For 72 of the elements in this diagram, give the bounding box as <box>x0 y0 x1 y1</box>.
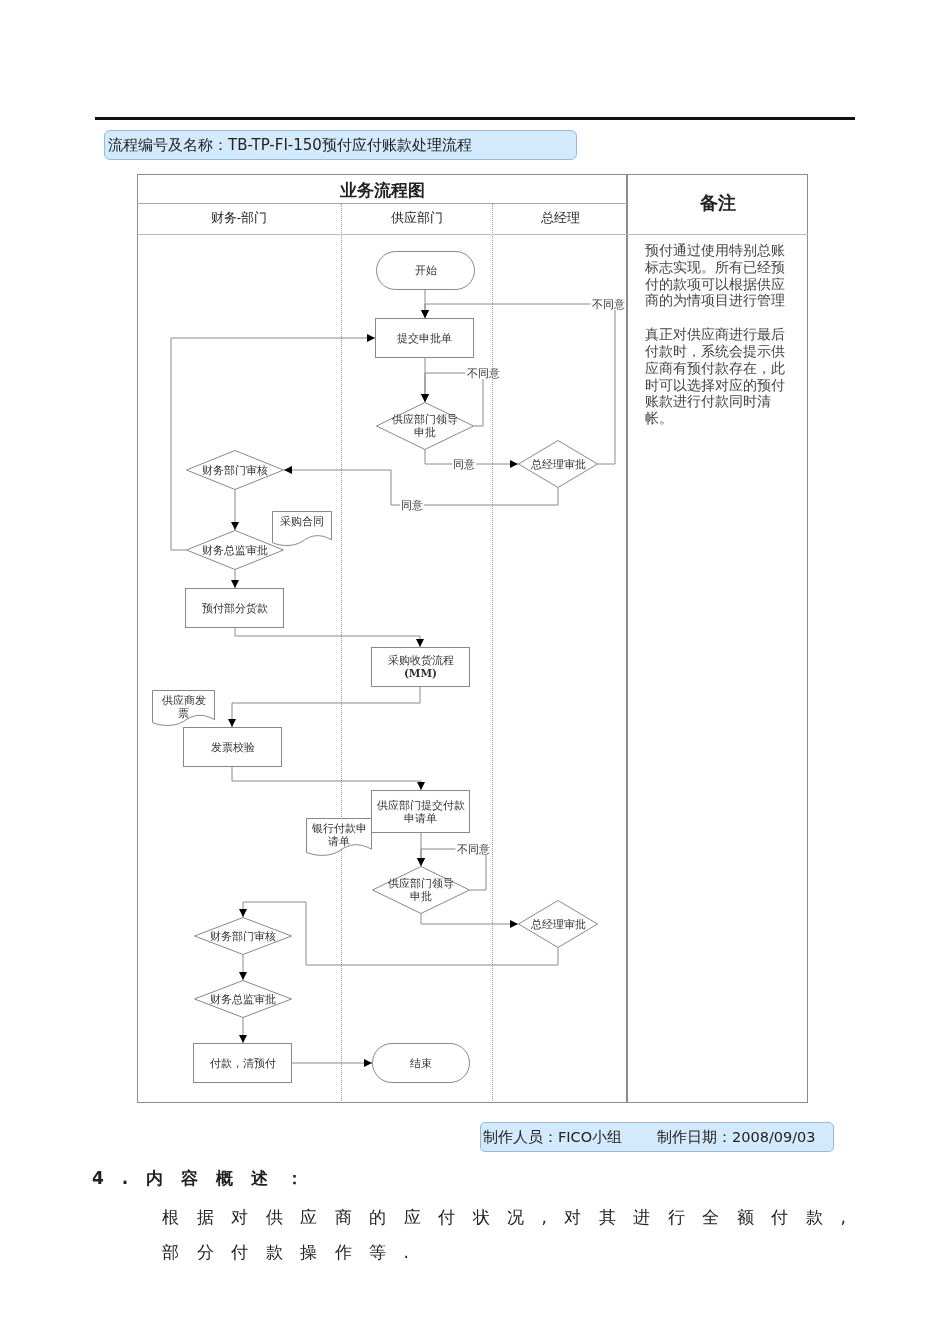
node-label: 供应部门领导申批 <box>388 877 454 903</box>
node-label: 付款，清预付 <box>209 1056 276 1070</box>
flow-arrow <box>231 569 239 589</box>
flow-arrow <box>228 686 421 728</box>
flow-arrow <box>291 1059 373 1067</box>
flow-arrow <box>421 303 616 465</box>
lane-header: 供应部门 <box>391 210 443 226</box>
process-box <box>185 588 284 628</box>
node-label: 财务总监审批 <box>210 992 276 1006</box>
node-label: 预付部分货款 <box>201 601 268 615</box>
flow-arrow <box>239 1017 247 1044</box>
document-shape <box>152 690 215 727</box>
flow-arrow <box>283 466 559 506</box>
flow-arrow <box>234 627 424 648</box>
terminator-shape <box>372 1043 470 1083</box>
edge-label: 不同意 <box>455 843 491 855</box>
edge-label: 同意 <box>400 499 424 511</box>
notes-column <box>627 174 808 1103</box>
flow-arrow <box>420 913 519 928</box>
process-box <box>371 790 470 833</box>
decision-diamond <box>186 450 284 490</box>
process-box <box>193 1043 292 1083</box>
node-label: 银行付款申请单 <box>311 822 367 848</box>
date-text: 制作日期：2008/09/03 <box>657 1128 816 1146</box>
process-box <box>183 727 282 767</box>
notes-text: 预付通过使用特别总账标志实现。所有已经预付的款项可以根据供应商的为情项目进行管理 <box>645 242 785 310</box>
node-label: 提交申批单 <box>397 331 452 345</box>
node-label: 总经理审批 <box>530 917 586 931</box>
node-label: 采购合同 <box>280 515 324 528</box>
node-label: 发票校验 <box>210 740 255 754</box>
author-date-box <box>480 1122 834 1152</box>
node-label: 总经理审批 <box>530 457 586 471</box>
node-label: 财务部门审核 <box>210 929 276 943</box>
flow-arrow <box>170 334 376 551</box>
flowchart-frame <box>137 174 627 1103</box>
node-label: 结束 <box>410 1056 432 1070</box>
frame-title: 业务流程图 <box>339 180 425 200</box>
title-banner: 流程编号及名称：TB-TP-FI-150预付应付账款处理流程 <box>104 130 577 160</box>
edge-label: 不同意 <box>590 298 626 310</box>
decision-diamond <box>518 440 598 488</box>
node-label: 供应部门提交付款申请单 <box>376 798 465 825</box>
node-label: 采购收货流程(MM) <box>386 654 455 680</box>
lane-header: 财务-部门 <box>210 210 268 226</box>
node-label: 财务部门审核 <box>202 463 268 477</box>
body-text: 根据对供应商的应付状况,对其进行全额付款,部分付款操作等. <box>162 1206 865 1264</box>
node-label: 供应商发票 <box>161 694 206 720</box>
terminator-shape <box>376 251 475 290</box>
node-label: 开始 <box>414 264 437 277</box>
flow-arrow <box>231 766 425 791</box>
notes-header: 备注 <box>699 192 736 214</box>
flow-arrow <box>231 489 239 531</box>
decision-diamond <box>372 866 470 914</box>
decision-diamond <box>518 900 598 948</box>
decision-diamond <box>194 980 292 1018</box>
author-text: 制作人员：FICO小组 <box>483 1128 623 1146</box>
flow-arrow <box>239 901 559 966</box>
decision-diamond <box>376 402 474 450</box>
document-shape <box>306 818 372 857</box>
flow-arrow <box>424 449 519 468</box>
lane-header: 总经理 <box>540 210 580 226</box>
notes-text: 真正对供应商进行最后付款时，系统会提示供应商有预付款存在，此时可以选择对应的预付账款进行付款同时清帐。 <box>645 326 785 427</box>
decision-diamond <box>186 530 284 570</box>
flow-arrow <box>239 954 247 981</box>
edge-label: 不同意 <box>465 367 501 379</box>
process-box <box>371 647 470 687</box>
process-box <box>375 318 474 358</box>
node-label: 供应部门领导申批 <box>392 413 458 439</box>
document-shape <box>272 511 332 547</box>
node-label: 财务总监审批 <box>202 543 268 557</box>
edge-label: 同意 <box>452 458 476 470</box>
decision-diamond <box>194 917 292 955</box>
section-heading: 4.内容概述： <box>92 1167 322 1189</box>
